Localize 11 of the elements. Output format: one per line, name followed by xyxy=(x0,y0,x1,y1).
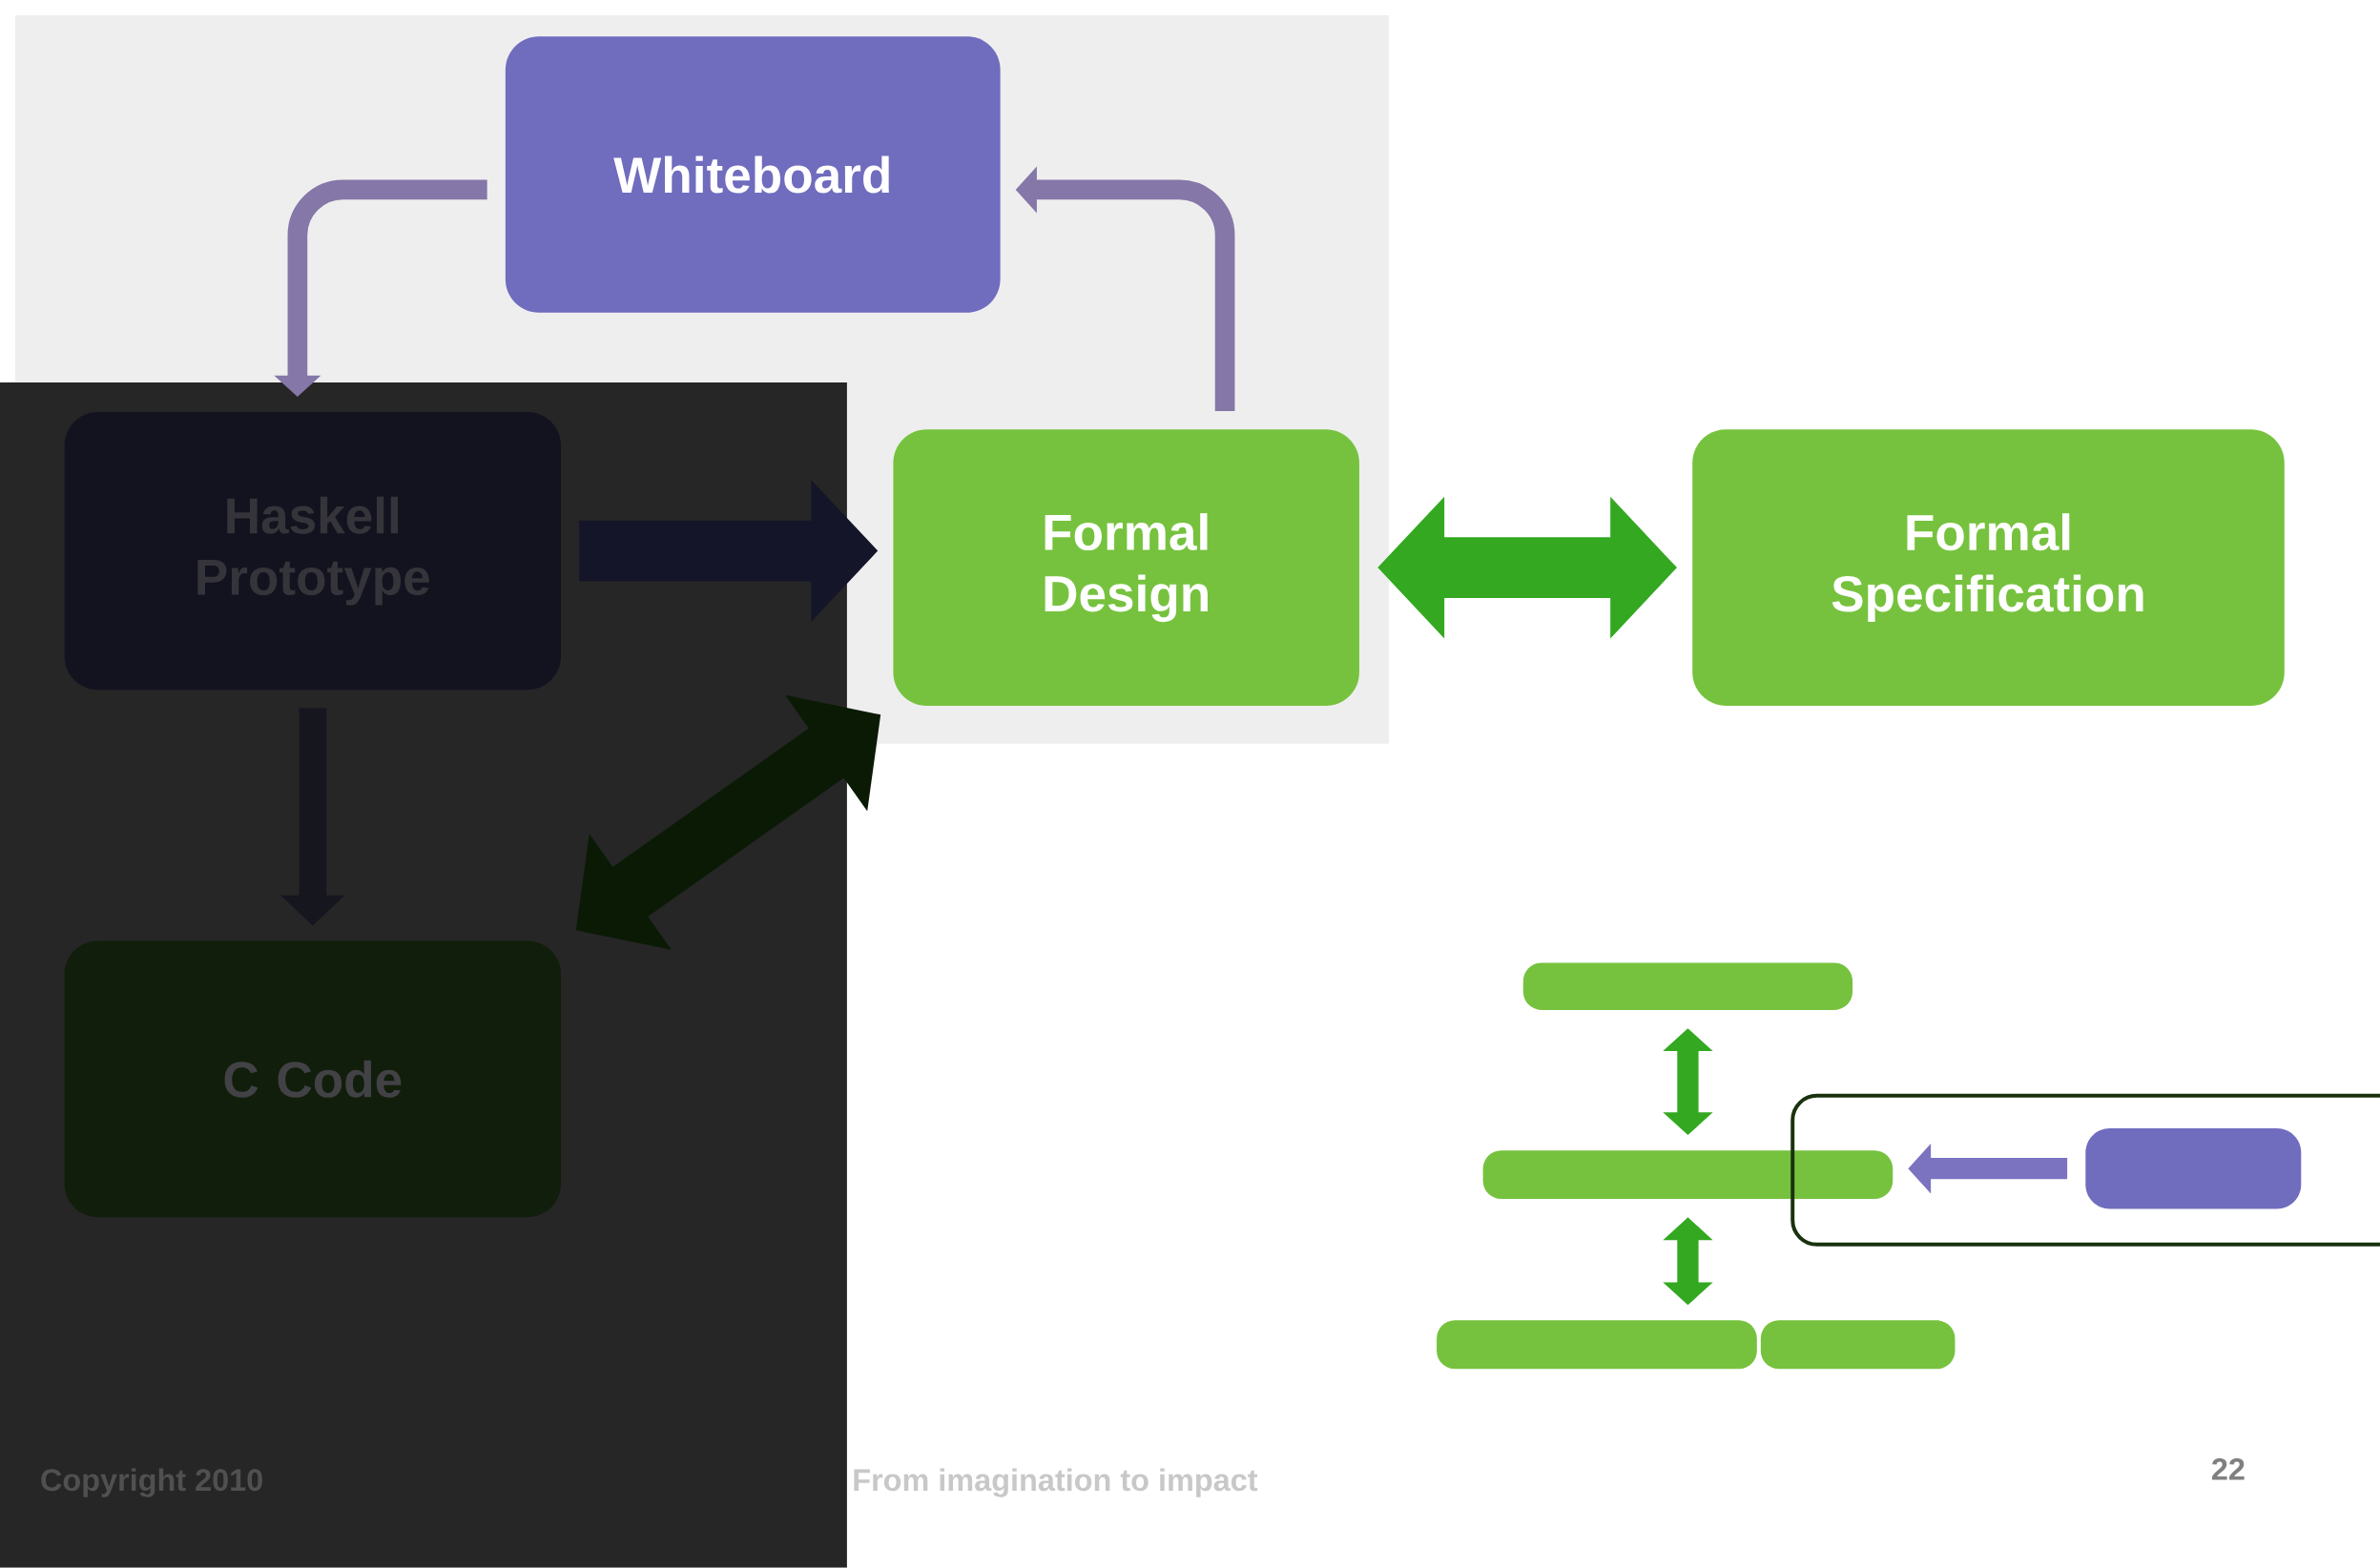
process-box: C Code xyxy=(64,940,561,1218)
bar xyxy=(1482,1150,1894,1200)
group-frame xyxy=(1790,1094,2380,1247)
process-box: Formal Design xyxy=(893,429,1359,707)
bar xyxy=(1437,1320,1757,1370)
bar xyxy=(1522,962,1853,1011)
process-box: Whiteboard xyxy=(505,36,1001,313)
process-box: Formal Specification xyxy=(1692,429,2285,707)
box xyxy=(2085,1128,2302,1209)
page-number: 22 xyxy=(2212,1458,2245,1480)
bar xyxy=(1760,1320,1956,1370)
